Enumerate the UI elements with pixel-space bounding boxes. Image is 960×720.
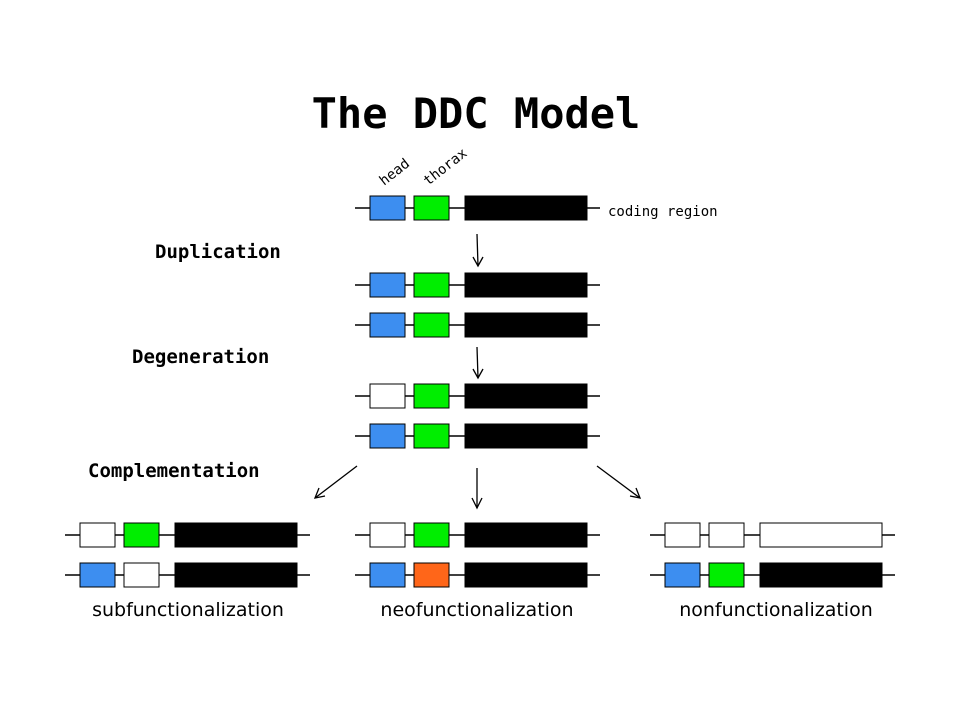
head-enhancer (369, 562, 406, 588)
degeneration-label: Degeneration (132, 346, 269, 368)
coding-region (759, 522, 883, 548)
thorax-enhancer (413, 562, 450, 588)
degeneration-arrow (472, 346, 484, 380)
thorax-enhancer (413, 423, 450, 449)
head-enhancer (369, 522, 406, 548)
coding-region (464, 423, 588, 449)
head-enhancer (664, 562, 701, 588)
thorax-enhancer (413, 312, 450, 338)
subfunctionalization-label: subfunctionalization (92, 599, 284, 621)
complementation-label: Complementation (88, 460, 260, 482)
coding-region (464, 195, 588, 221)
coding-region (174, 522, 298, 548)
thorax-enhancer (413, 272, 450, 298)
gene-dup-copy-1 (355, 272, 600, 298)
diagram-title: The DDC Model (312, 89, 641, 138)
head-enhancer (79, 562, 116, 588)
coding-region (464, 383, 588, 409)
coding-region (464, 522, 588, 548)
arrows (313, 233, 642, 510)
coding-region (464, 312, 588, 338)
thorax-enhancer (123, 522, 160, 548)
coding-region (464, 272, 588, 298)
coding-region (174, 562, 298, 588)
thorax-enhancer (413, 383, 450, 409)
gene-original (355, 195, 600, 221)
thorax-label: thorax (421, 145, 471, 189)
gene-sub-copy-2 (65, 562, 310, 588)
duplication-arrow (472, 233, 484, 268)
head-enhancer (79, 522, 116, 548)
neofunctionalization-label: neofunctionalization (380, 599, 573, 621)
subfunctionalization-arrow (313, 465, 358, 499)
thorax-enhancer (708, 522, 745, 548)
thorax-enhancer (413, 522, 450, 548)
thorax-enhancer (413, 195, 450, 221)
gene-degen-copy-1 (355, 383, 600, 409)
coding-region (759, 562, 883, 588)
gene-dup-copy-2 (355, 312, 600, 338)
thorax-enhancer (123, 562, 160, 588)
coding-region (464, 562, 588, 588)
head-enhancer (369, 272, 406, 298)
nonfunctionalization-label: nonfunctionalization (679, 599, 873, 621)
thorax-enhancer (708, 562, 745, 588)
gene-sub-copy-1 (65, 522, 310, 548)
head-enhancer (369, 312, 406, 338)
gene-non-copy-2 (650, 562, 895, 588)
duplication-label: Duplication (155, 241, 281, 263)
head-enhancer (369, 383, 406, 409)
genes-layer (65, 195, 895, 588)
gene-neo-copy-2 (355, 562, 600, 588)
head-enhancer (369, 195, 406, 221)
neofunctionalization-arrow (471, 468, 483, 510)
head-enhancer (664, 522, 701, 548)
head-enhancer (369, 423, 406, 449)
gene-neo-copy-1 (355, 522, 600, 548)
head-label: head (377, 156, 413, 189)
coding-region-label: coding region (608, 204, 718, 220)
gene-degen-copy-2 (355, 423, 600, 449)
nonfunctionalization-arrow (596, 465, 642, 499)
gene-non-copy-1 (650, 522, 895, 548)
